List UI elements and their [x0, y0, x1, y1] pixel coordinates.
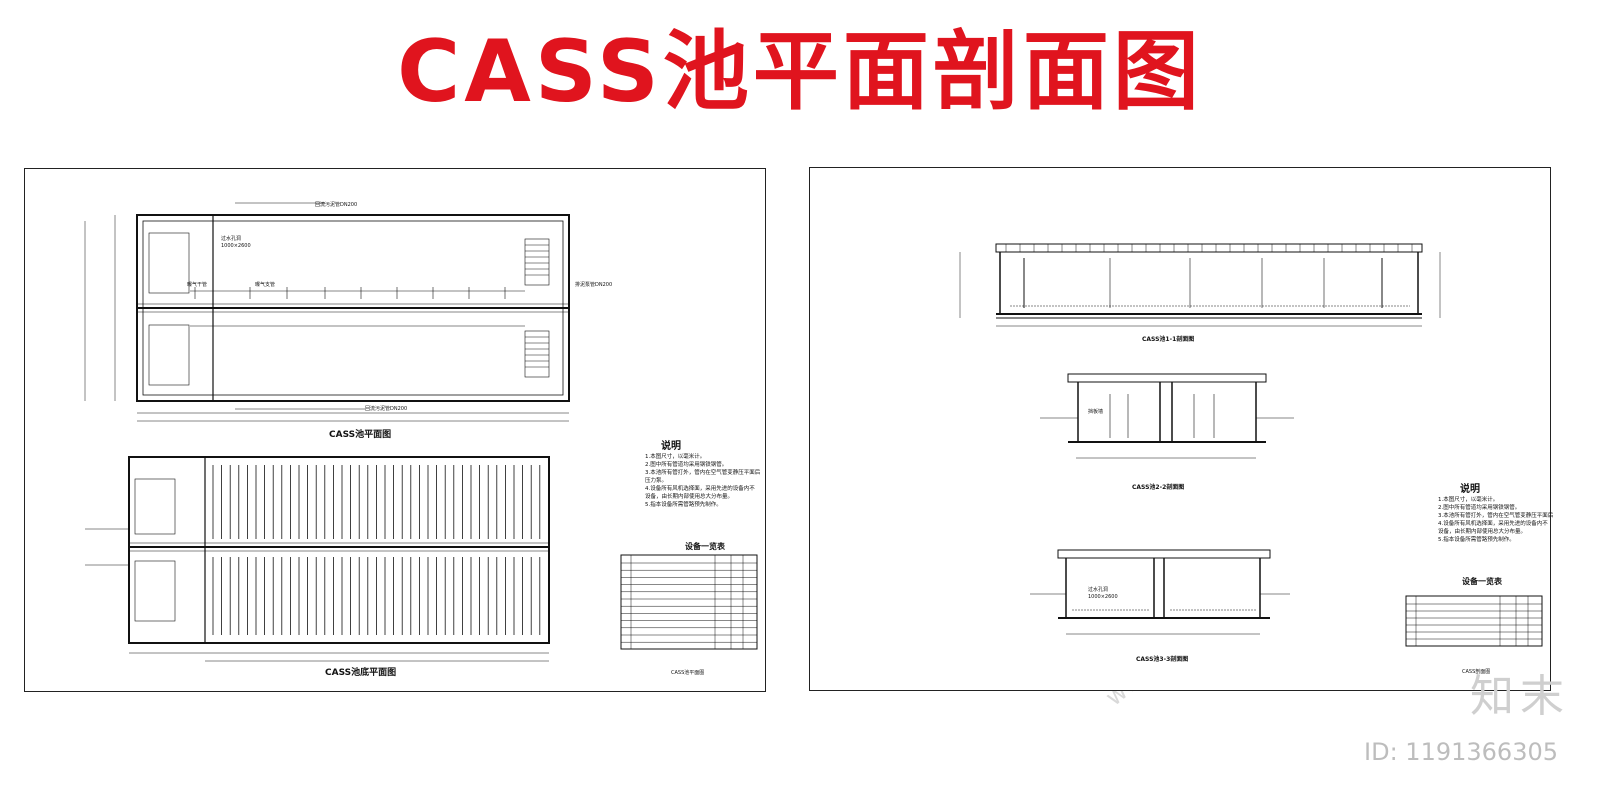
right-notes: 1.本图尺寸，以毫米计。 2.图中所有管道均采用钢铁钢管。 3.本池所有管打外，…	[1438, 496, 1553, 544]
section-drawings	[959, 243, 1543, 647]
section-2-2	[1040, 373, 1294, 459]
note-line: 3.本池所有管打外，管内在空气管变静压平面后	[1438, 513, 1554, 519]
right-table-title: 设备一览表	[1462, 577, 1502, 586]
right-notes-heading: 说明	[1460, 484, 1480, 495]
overflow-label: 过水孔洞	[221, 236, 242, 242]
lower-plan	[85, 456, 550, 662]
note-line: 5.指本设备所需管路预先制作。	[645, 502, 722, 508]
note-line: 4.设备所有风机选择面，采用先进的设备内不	[1438, 521, 1548, 527]
image-id: ID: 1191366305	[1364, 738, 1558, 766]
overflow-label: 过水孔洞	[1088, 587, 1109, 593]
aeration-label: 曝气干管	[187, 282, 208, 288]
top-pipe-label: 回流污泥管DN200	[315, 202, 358, 208]
note-line: 4.设备所有风机选择面，采用先进的设备内不	[645, 486, 755, 492]
page-title: CASS池平面剖面图	[397, 22, 1203, 122]
aeration-branch-label: 曝气支管	[255, 282, 276, 288]
note-line: 设备，由长期内部使用总大分布量。	[1438, 529, 1527, 535]
brand-logo: 知末	[1470, 671, 1570, 722]
bottom-pipe-label: 回流污泥管DN200	[365, 406, 408, 412]
note-line: 2.图中所有管道均采用钢铁钢管。	[645, 462, 728, 468]
section1-caption: CASS池1-1剖面图	[1142, 336, 1195, 343]
left-notes: 1.本图尺寸，以毫米计。 2.图中所有管道均采用钢铁钢管。 3.本池所有管打外，…	[645, 453, 760, 509]
plan-drawings	[84, 202, 758, 662]
equipment-table	[620, 554, 758, 650]
left-drawing-sheet: 回流污泥管DN200 曝气干管 曝气支管 过水孔洞 1000×2600 排泥泵管…	[24, 168, 766, 692]
plan-caption: CASS池平面图	[329, 430, 392, 440]
note-line: 设备，由长期内部使用总大分布量。	[645, 494, 734, 500]
note-line: 1.本图尺寸，以毫米计。	[645, 454, 706, 460]
upper-plan	[84, 202, 570, 422]
left-table-title: 设备一览表	[685, 542, 725, 551]
note-line: 1.本图尺寸，以毫米计。	[1438, 497, 1499, 503]
overflow-size-label: 1000×2600	[1088, 594, 1118, 600]
section-3-3	[1030, 549, 1290, 635]
section2-caption: CASS池2-2剖面图	[1132, 484, 1185, 491]
note-line: 压力泵。	[645, 478, 668, 484]
sludge-pipe-label: 排泥泵管DN200	[575, 282, 613, 288]
note-line: 5.指本设备所需管路预先制作。	[1438, 537, 1515, 543]
right-footer-caption: CASS剖面图	[1462, 669, 1491, 675]
left-footer-caption: CASS池平面图	[671, 670, 705, 676]
right-equipment-table	[1405, 595, 1543, 647]
right-drawing-sheet: 挡板墙 过水孔洞 1000×2600 CASS池1-1剖面图 CASS池2-2剖…	[809, 167, 1553, 691]
baffle-label: 挡板墙	[1088, 409, 1104, 415]
section3-caption: CASS池3-3剖面图	[1136, 656, 1189, 663]
overflow-size-label: 1000×2600	[221, 243, 251, 249]
note-line: 3.本池所有管打外，管内在空气管变静压平面后	[645, 470, 761, 476]
section-1-1	[959, 243, 1441, 327]
lower-plan-caption: CASS池底平面图	[325, 668, 397, 678]
note-line: 2.图中所有管道均采用钢铁钢管。	[1438, 505, 1521, 511]
left-notes-heading: 说明	[661, 441, 681, 452]
